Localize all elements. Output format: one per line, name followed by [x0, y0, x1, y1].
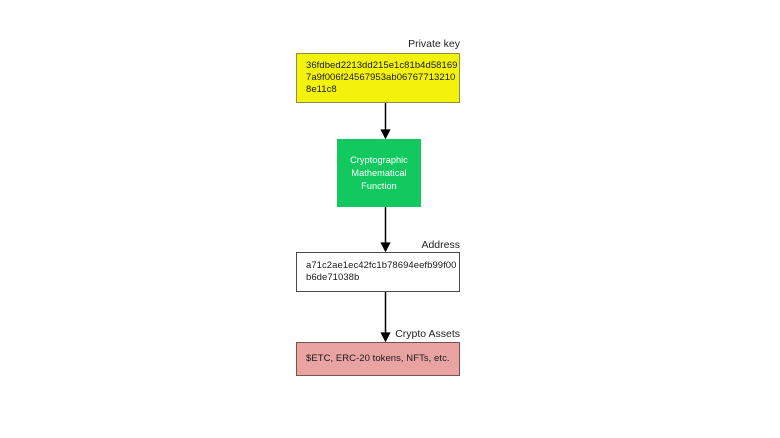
private-key-label: Private key — [408, 38, 460, 50]
cryptographic-function-text: Cryptographic Mathematical Function — [350, 154, 408, 191]
crypto-assets-label: Crypto Assets — [395, 328, 460, 340]
cryptographic-function-node: Cryptographic Mathematical Function — [337, 139, 421, 207]
address-label: Address — [421, 239, 460, 251]
crypto-assets-value: $ETC, ERC-20 tokens, NFTs, etc. — [306, 352, 450, 364]
private-key-value: 36fdbed2213dd215e1c81b4d58169 7a9f006f24… — [306, 59, 458, 96]
address-value: a71c2ae1ec42fc1b78694eefb99f00 b6de71038… — [306, 259, 457, 283]
private-key-node: 36fdbed2213dd215e1c81b4d58169 7a9f006f24… — [296, 53, 460, 103]
crypto-assets-node: $ETC, ERC-20 tokens, NFTs, etc. — [296, 342, 460, 376]
address-node: a71c2ae1ec42fc1b78694eefb99f00 b6de71038… — [296, 252, 460, 292]
